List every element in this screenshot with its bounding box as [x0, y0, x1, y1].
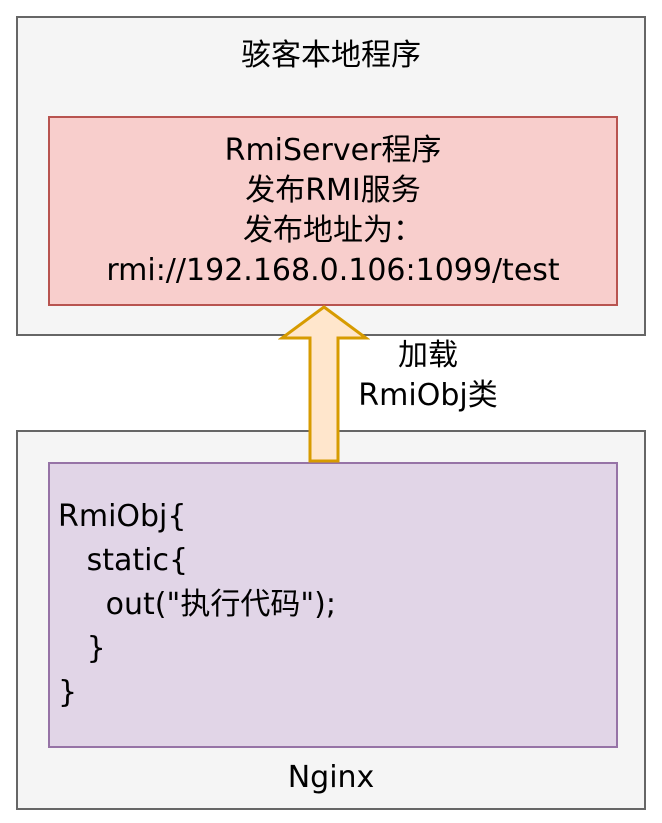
server-line-2: 发布RMI服务 — [245, 173, 421, 208]
arrow-label: 加载 RmiObj类 — [338, 336, 518, 416]
attacker-local-program-container: 骇客本地程序 RmiServer程序 发布RMI服务 发布地址为： rmi://… — [16, 16, 646, 336]
code-line-1: RmiObj{ — [58, 499, 187, 534]
arrow-label-line-2: RmiObj类 — [358, 378, 498, 413]
server-line-1: RmiServer程序 — [224, 133, 442, 168]
rmi-server-box: RmiServer程序 发布RMI服务 发布地址为： rmi://192.168… — [48, 116, 618, 306]
rmi-obj-code-box: RmiObj{ static{ out("执行代码"); } } — [48, 462, 618, 748]
nginx-container: RmiObj{ static{ out("执行代码"); } } Nginx — [16, 430, 646, 810]
code-line-3: out("执行代码"); — [58, 587, 336, 622]
server-line-4: rmi://192.168.0.106:1099/test — [106, 253, 560, 288]
code-line-4: } — [58, 631, 106, 666]
load-arrow-icon — [278, 305, 370, 463]
server-line-3: 发布地址为： — [243, 213, 423, 248]
attacker-container-title: 骇客本地程序 — [241, 38, 421, 73]
code-line-2: static{ — [58, 543, 189, 578]
arrow-label-line-1: 加载 — [398, 338, 458, 373]
nginx-container-title: Nginx — [287, 760, 375, 795]
code-line-5: } — [58, 675, 78, 710]
load-arrow-shape — [278, 305, 370, 463]
